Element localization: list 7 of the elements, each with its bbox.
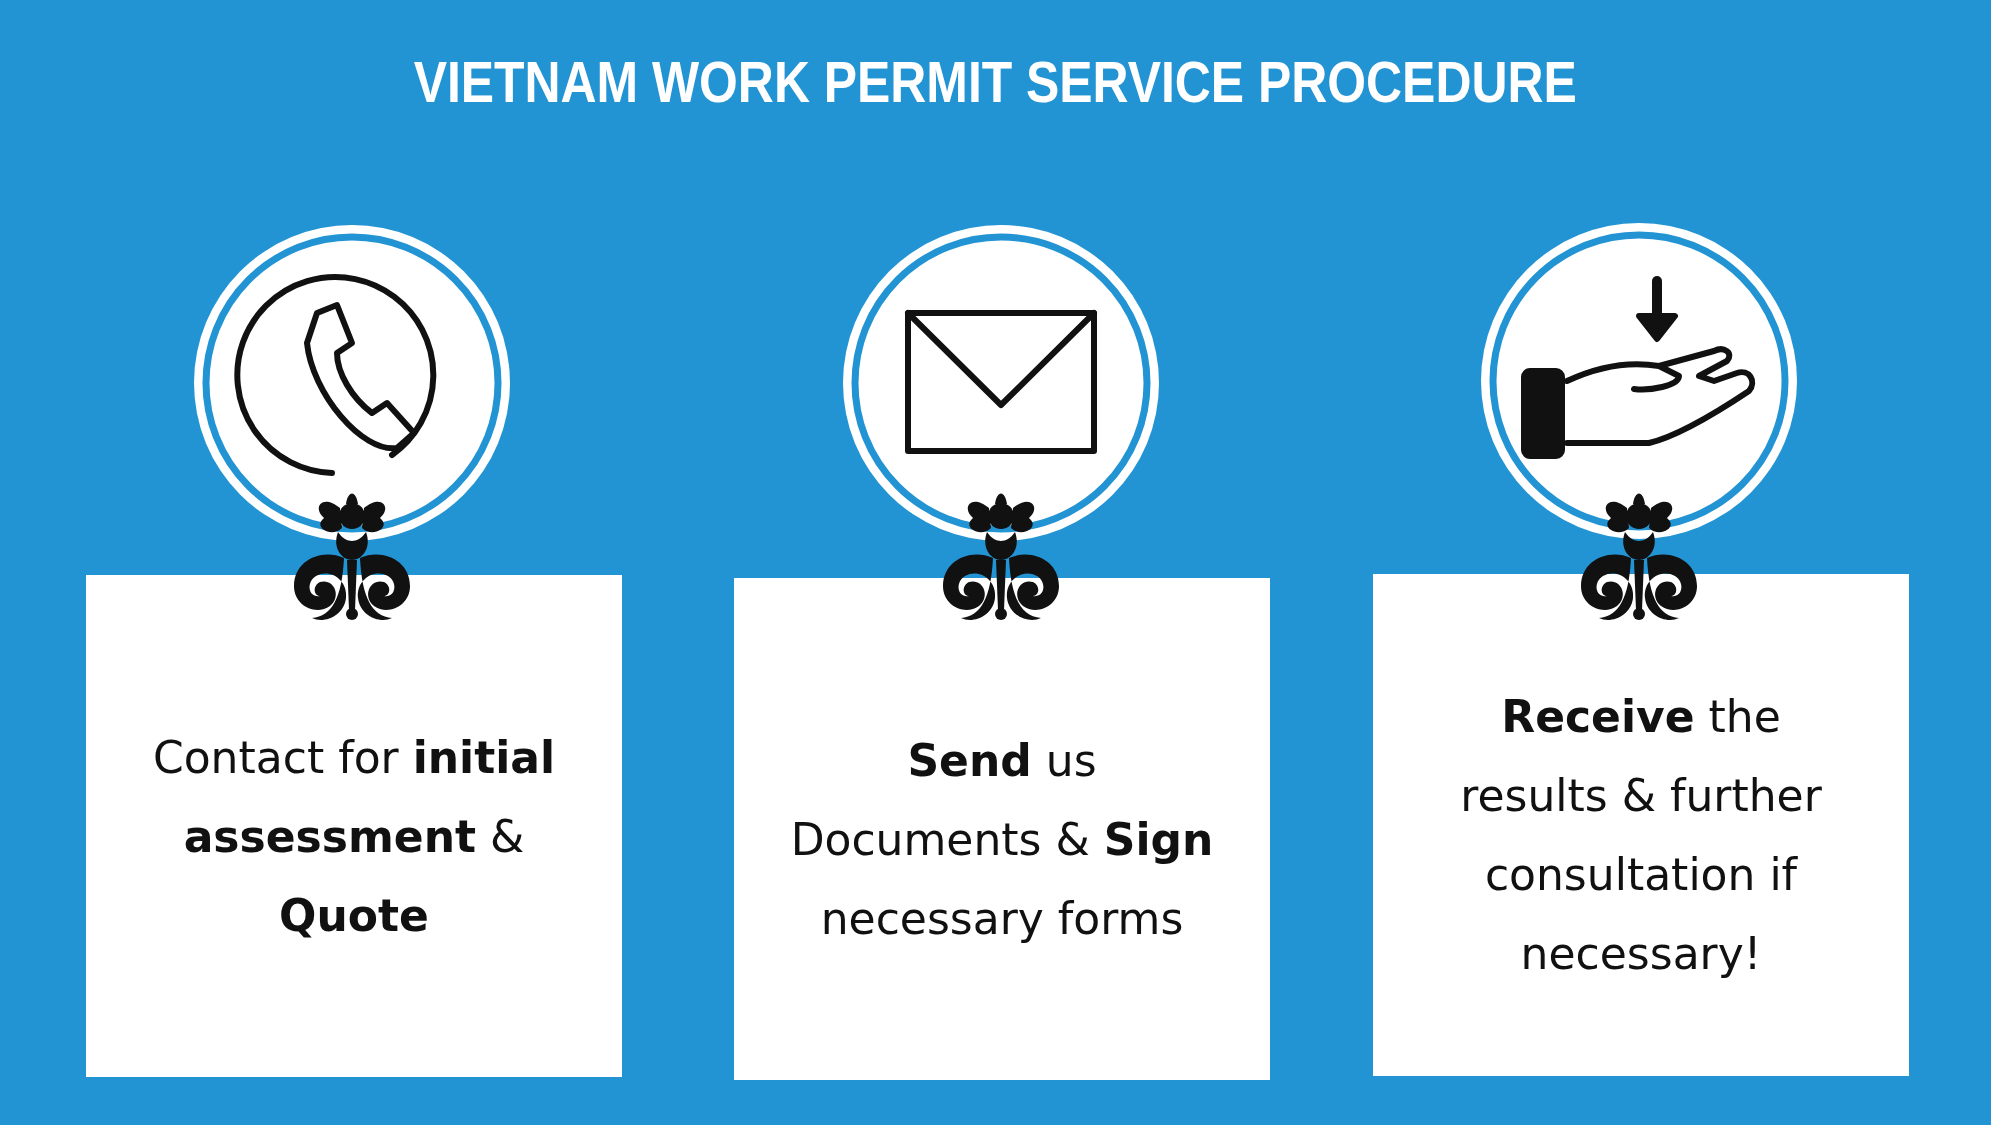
step-card: [1373, 574, 1909, 1076]
title: VIETNAM WORK PERMIT SERVICE PROCEDURE: [413, 48, 1577, 115]
step-text: Send us Documents & Sign necessary forms: [789, 733, 1215, 946]
step-text: Receive the results & further consultation if necessary!: [1459, 690, 1823, 981]
step-text: Contact for initial assessment & Quote: [151, 730, 557, 943]
step-card: [86, 575, 622, 1077]
step-card: [734, 578, 1270, 1080]
